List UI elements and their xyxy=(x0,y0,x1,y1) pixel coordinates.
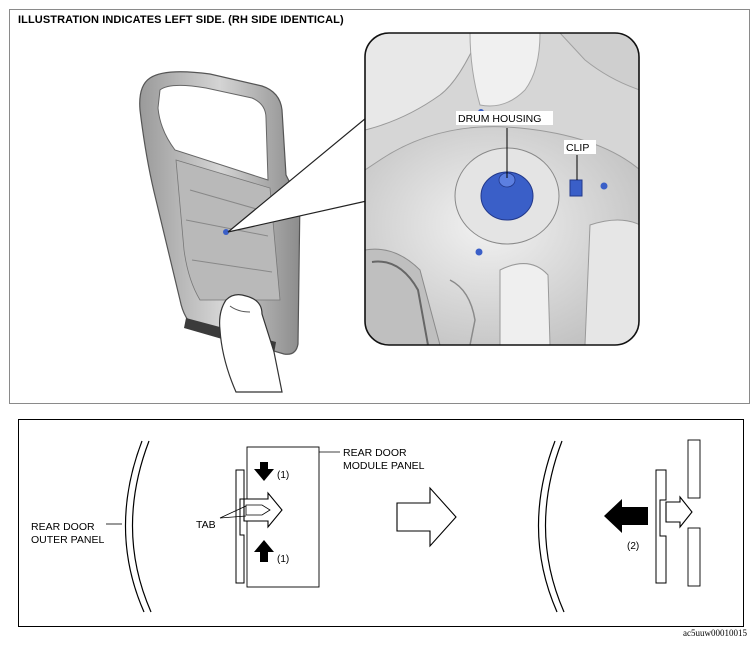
figure-code: ac5uuw00010015 xyxy=(683,628,747,638)
step-2-label: (2) xyxy=(627,541,639,552)
zoom-callout: DRUM HOUSING CLIP xyxy=(364,32,640,346)
rear-door-illustration xyxy=(139,71,301,355)
outer-panel-arc xyxy=(124,440,145,613)
press-down-arrow xyxy=(254,462,274,481)
clip-tab xyxy=(243,491,283,529)
clip-label: CLIP xyxy=(566,142,589,154)
outer-panel-label-line2: OUTER PANEL xyxy=(31,534,104,546)
hand-illustration xyxy=(219,294,283,393)
pull-out-arrow xyxy=(604,499,648,533)
clip xyxy=(569,179,583,197)
released-clip xyxy=(665,495,693,529)
diagram-frame xyxy=(18,419,744,627)
outer-panel-label-line1: REAR DOOR xyxy=(31,521,95,533)
drum-housing-label: DRUM HOUSING xyxy=(458,113,541,125)
module-panel-label-line2: MODULE PANEL xyxy=(343,460,425,472)
drum-housing-marker xyxy=(223,229,229,235)
tab-label: TAB xyxy=(196,519,216,531)
step-1-label-top: (1) xyxy=(277,470,289,481)
module-panel-label-line1: REAR DOOR xyxy=(343,447,407,459)
illustration-header: ILLUSTRATION INDICATES LEFT SIDE. (RH SI… xyxy=(18,14,344,26)
press-up-arrow xyxy=(254,540,274,562)
sequence-arrow xyxy=(396,486,457,548)
illustration-frame xyxy=(9,9,750,404)
step-1-label-bottom: (1) xyxy=(277,554,289,565)
clip-removal-diagram: REAR DOOR OUTER PANEL REAR DOOR MODULE P… xyxy=(31,439,701,613)
